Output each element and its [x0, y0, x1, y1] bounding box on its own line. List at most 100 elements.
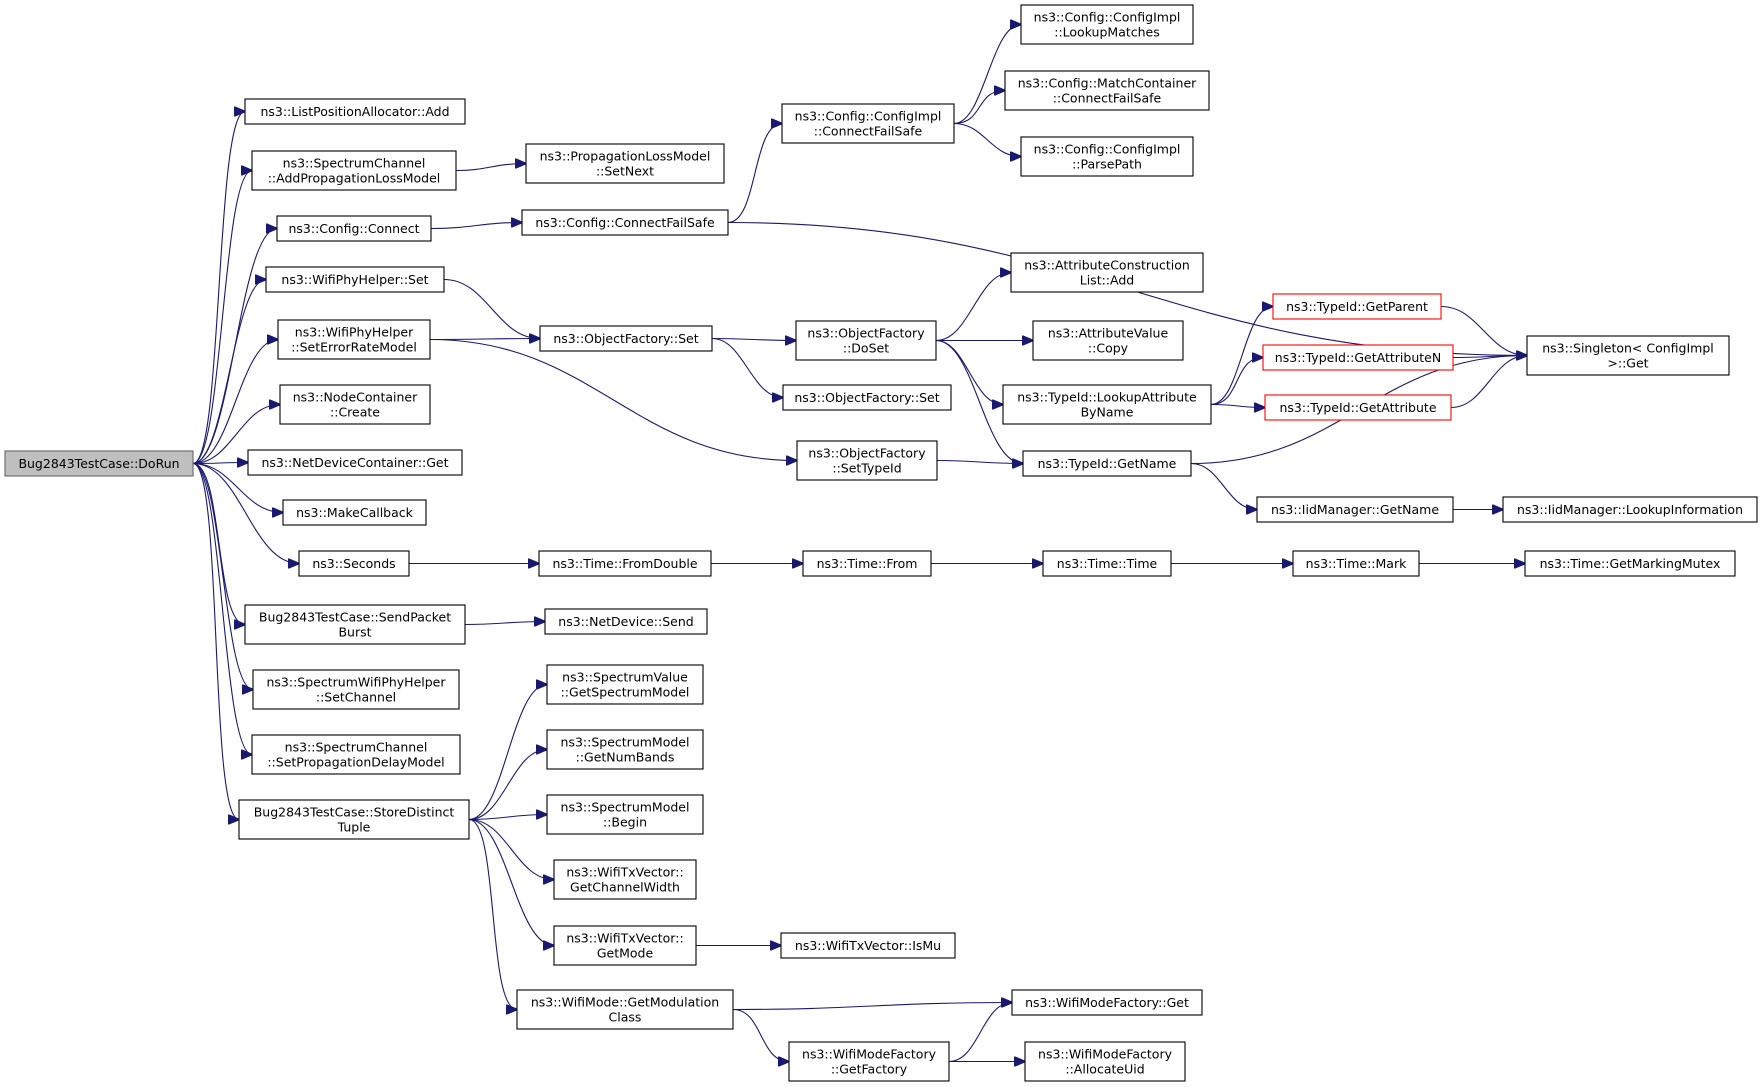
node-cfg_cfs[interactable]: ns3::Config::ConnectFailSafe	[521, 209, 729, 236]
node-box	[782, 384, 952, 411]
edge-wph_set-to-of_set	[443, 278, 540, 339]
node-plm_setnext[interactable]: ns3::PropagationLossModel::SetNext	[525, 143, 725, 184]
node-nd_send[interactable]: ns3::NetDevice::Send	[544, 608, 708, 635]
node-tid_ga[interactable]: ns3::TypeId::GetAttribute	[1264, 394, 1452, 421]
node-box	[277, 319, 431, 360]
edge-of_set-to-of_doset	[711, 339, 796, 341]
node-ndc_get[interactable]: ns3::NetDeviceContainer::Get	[247, 449, 463, 476]
edge-sdt-to-sv_gsm	[468, 685, 547, 821]
node-swph_sc[interactable]: ns3::SpectrumWifiPhyHelper::SetChannel	[252, 669, 460, 710]
node-sm_gnb[interactable]: ns3::SpectrumModel::GetNumBands	[546, 729, 704, 770]
node-wph_serm[interactable]: ns3::WifiPhyHelper::SetErrorRateModel	[277, 319, 431, 360]
node-label-line: Tuple	[337, 820, 371, 835]
edge-dorun-to-sc_addplm	[192, 171, 252, 465]
node-t_fd[interactable]: ns3::Time::FromDouble	[538, 550, 712, 577]
node-box	[553, 925, 697, 966]
node-tid_gp[interactable]: ns3::TypeId::GetParent	[1272, 293, 1442, 320]
node-label-line: ns3::WifiTxVector::IsMu	[795, 938, 941, 953]
node-t_time[interactable]: ns3::Time::Time	[1042, 550, 1172, 577]
node-label-line: ns3::AttributeValue	[1048, 326, 1169, 341]
node-label-line: ns3::NetDevice::Send	[558, 614, 693, 629]
edge-line	[192, 405, 280, 465]
node-t_gmm[interactable]: ns3::Time::GetMarkingMutex	[1524, 550, 1736, 577]
node-of_set2[interactable]: ns3::ObjectFactory::Set	[782, 384, 952, 411]
node-wmf_get[interactable]: ns3::WifiModeFactory::Get	[1011, 989, 1203, 1016]
node-box	[1524, 550, 1736, 577]
node-mc_cfs[interactable]: ns3::Config::MatchContainer::ConnectFail…	[1004, 70, 1210, 111]
node-ci_lm[interactable]: ns3::Config::ConfigImpl::LookupMatches	[1020, 4, 1194, 45]
node-wph_set[interactable]: ns3::WifiPhyHelper::Set	[265, 266, 445, 293]
edge-line	[727, 124, 782, 224]
node-wmf_gf[interactable]: ns3::WifiModeFactory::GetFactory	[788, 1041, 950, 1082]
edge-tid_lan-to-tid_ga	[1210, 405, 1265, 408]
edge-line	[935, 273, 1011, 342]
node-box	[1042, 550, 1172, 577]
node-sc_addplm[interactable]: ns3::SpectrumChannel::AddPropagationLoss…	[251, 150, 457, 191]
node-label-line: ns3::SpectrumWifiPhyHelper	[267, 675, 447, 690]
node-box	[780, 932, 956, 959]
node-wmf_au[interactable]: ns3::WifiModeFactory::AllocateUid	[1024, 1041, 1186, 1082]
node-label-line: ByName	[1081, 405, 1134, 420]
node-tx_gcw[interactable]: ns3::WifiTxVector::GetChannelWidth	[553, 859, 697, 900]
node-of_settid[interactable]: ns3::ObjectFactory::SetTypeId	[796, 440, 938, 481]
node-tx_ismu[interactable]: ns3::WifiTxVector::IsMu	[780, 932, 956, 959]
node-label-line: Bug2843TestCase::DoRun	[18, 456, 179, 471]
node-label-line: GetMode	[597, 946, 654, 961]
node-label-line: Class	[609, 1010, 642, 1025]
edge-line	[953, 122, 1021, 157]
node-seconds[interactable]: ns3::Seconds	[298, 550, 410, 577]
node-lpa_add[interactable]: ns3::ListPositionAllocator::Add	[244, 98, 466, 125]
node-av_copy[interactable]: ns3::AttributeValue::Copy	[1032, 320, 1184, 361]
node-of_set[interactable]: ns3::ObjectFactory::Set	[539, 325, 713, 352]
node-label-line: ns3::Singleton< ConfigImpl	[1542, 341, 1714, 356]
node-sm_begin[interactable]: ns3::SpectrumModel::Begin	[546, 794, 704, 835]
edge-cfg_connect-to-cfg_cfs	[430, 223, 522, 230]
node-label-line: ns3::Seconds	[312, 556, 395, 571]
node-box	[244, 604, 466, 645]
node-sc_spdm[interactable]: ns3::SpectrumChannel::SetPropagationDela…	[251, 734, 461, 775]
edge-line	[192, 462, 283, 513]
node-make_cb[interactable]: ns3::MakeCallback	[282, 499, 427, 526]
node-dorun[interactable]: Bug2843TestCase::DoRun	[4, 450, 194, 477]
node-singleton[interactable]: ns3::Singleton< ConfigImpl >::Get	[1526, 335, 1730, 376]
edge-line	[192, 462, 252, 755]
node-label-line: ns3::Config::MatchContainer	[1018, 76, 1197, 91]
edge-spb-to-nd_send	[464, 622, 545, 625]
node-box	[4, 450, 194, 477]
node-label-line: ::Create	[330, 405, 380, 420]
node-label-line: ns3::Time::Mark	[1306, 556, 1407, 571]
node-box	[1502, 496, 1758, 523]
node-label-line: ns3::Time::From	[817, 556, 918, 571]
node-label-line: Bug2843TestCase::SendPacket	[259, 610, 451, 625]
node-cfg_connect[interactable]: ns3::Config::Connect	[276, 215, 432, 242]
node-label-line: ns3::MakeCallback	[296, 505, 414, 520]
node-label-line: ::SetChannel	[316, 690, 396, 705]
node-tid_gan[interactable]: ns3::TypeId::GetAttributeN	[1262, 344, 1454, 371]
node-iid_li[interactable]: ns3::IidManager::LookupInformation	[1502, 496, 1758, 523]
node-iid_gn[interactable]: ns3::IidManager::GetName	[1256, 496, 1454, 523]
node-label-line: ns3::ListPositionAllocator::Add	[260, 104, 449, 119]
node-box	[539, 325, 713, 352]
node-nc_create[interactable]: ns3::NodeContainer::Create	[279, 384, 431, 425]
node-label-line: ::SetNext	[596, 164, 654, 179]
node-t_mark[interactable]: ns3::Time::Mark	[1292, 550, 1420, 577]
node-tid_gn[interactable]: ns3::TypeId::GetName	[1022, 450, 1192, 477]
node-label-line: ::GetSpectrumModel	[561, 685, 690, 700]
node-t_from[interactable]: ns3::Time::From	[802, 550, 932, 577]
node-box	[1292, 550, 1420, 577]
node-of_doset[interactable]: ns3::ObjectFactory::DoSet	[795, 320, 937, 361]
node-label-line: ns3::AttributeConstruction	[1024, 258, 1190, 273]
node-ci_cfs[interactable]: ns3::Config::ConfigImpl::ConnectFailSafe	[781, 103, 955, 144]
node-ci_pp[interactable]: ns3::Config::ConfigImpl::ParsePath	[1020, 136, 1194, 177]
node-label-line: ns3::TypeId::GetAttribute	[1279, 400, 1436, 415]
node-sv_gsm[interactable]: ns3::SpectrumValue::GetSpectrumModel	[546, 664, 704, 705]
node-label-line: ns3::WifiModeFactory	[1038, 1047, 1173, 1062]
node-box	[1024, 1041, 1186, 1082]
node-label-line: ns3::IidManager::GetName	[1271, 502, 1439, 517]
node-tx_gm[interactable]: ns3::WifiTxVector::GetMode	[553, 925, 697, 966]
